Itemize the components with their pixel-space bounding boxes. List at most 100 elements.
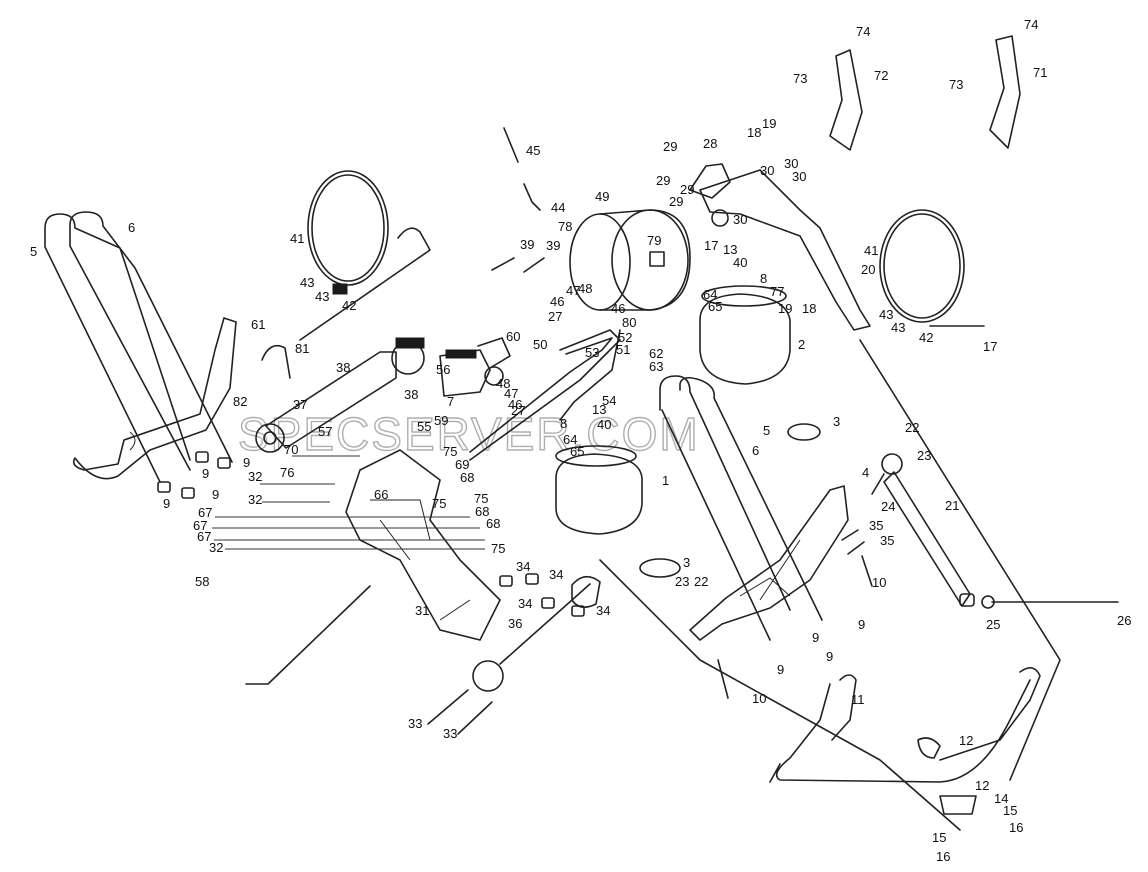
left-rear-assembly <box>44 211 237 499</box>
callout-label: 7 <box>447 394 454 409</box>
bolt-39-a <box>491 257 515 271</box>
callout-label: 59 <box>434 413 448 428</box>
buffer-3-lower <box>639 558 681 578</box>
callout-label: 23 <box>675 574 689 589</box>
stabilizer-arm-right <box>831 674 857 741</box>
callout-label: 22 <box>905 420 919 435</box>
fitting-44 <box>523 183 541 211</box>
bolt-10-a <box>861 555 873 587</box>
callout-label: 67 <box>193 518 207 533</box>
bushing-37-b-ring <box>395 337 425 349</box>
callout-label: 1 <box>662 473 669 488</box>
callout-label: 29 <box>669 194 683 209</box>
callout-label: 53 <box>585 345 599 360</box>
bushing-36 <box>472 660 504 692</box>
bolt-row-67 <box>212 455 485 550</box>
callout-label: 48 <box>578 281 592 296</box>
callout-label: 2 <box>798 337 805 352</box>
callout-label: 75 <box>491 541 505 556</box>
bushing-37-a <box>255 423 285 453</box>
callout-label: 48 <box>496 376 510 391</box>
shock-top-eye <box>881 453 903 475</box>
callout-label: 36 <box>508 616 522 631</box>
callout-label: 39 <box>546 238 560 253</box>
callout-label: 9 <box>812 630 819 645</box>
bracket-36 <box>571 575 601 608</box>
bracket-31-detail <box>370 499 471 621</box>
callout-label: 9 <box>163 496 170 511</box>
bolt-33-a <box>427 689 469 725</box>
callout-label: 6 <box>128 220 135 235</box>
upper-beam-20 <box>699 169 871 331</box>
callout-label: 68 <box>460 470 474 485</box>
callout-label: 6 <box>752 443 759 458</box>
washer-25 <box>981 595 995 609</box>
long-rod-left <box>245 585 371 685</box>
callout-label: 73 <box>949 77 963 92</box>
callout-label: 34 <box>516 559 530 574</box>
callout-label: 13 <box>723 242 737 257</box>
callout-label: 40 <box>597 417 611 432</box>
callout-label: 65 <box>708 299 722 314</box>
callout-label: 34 <box>596 603 610 618</box>
callout-label: 72 <box>874 68 888 83</box>
air-spring-2-top <box>701 285 787 307</box>
bolt-33-b <box>457 701 493 735</box>
callout-label: 43 <box>315 289 329 304</box>
callout-label: 9 <box>212 487 219 502</box>
callout-label: 34 <box>549 567 563 582</box>
air-ring-right-inner <box>883 213 961 319</box>
callout-label: 16 <box>1009 820 1023 835</box>
nut-9-b <box>195 451 209 463</box>
callout-label: 74 <box>856 24 870 39</box>
callout-label: 51 <box>616 342 630 357</box>
callout-label: 9 <box>243 455 250 470</box>
callout-label: 34 <box>518 596 532 611</box>
callout-label: 43 <box>879 307 893 322</box>
callout-label: 46 <box>611 301 625 316</box>
callout-label: 56 <box>436 362 450 377</box>
callout-label: 68 <box>475 504 489 519</box>
callout-label: 9 <box>202 466 209 481</box>
callout-label: 47 <box>504 386 518 401</box>
callout-label: 19 <box>778 301 792 316</box>
callout-label: 9 <box>777 662 784 677</box>
callout-label: 32 <box>248 469 262 484</box>
callout-label: 60 <box>506 329 520 344</box>
callout-label: 32 <box>248 492 262 507</box>
callout-label: 66 <box>374 487 388 502</box>
tank-label-plate-79 <box>649 251 665 267</box>
callout-label: 29 <box>680 182 694 197</box>
air-tank-49 <box>569 209 691 311</box>
callout-label: 71 <box>1033 65 1047 80</box>
clamp-14 <box>939 795 977 815</box>
callout-label: 17 <box>704 238 718 253</box>
pin-36 <box>499 583 591 665</box>
callout-label: 10 <box>752 691 766 706</box>
callout-label: 80 <box>622 315 636 330</box>
bolt-35-b <box>847 541 865 555</box>
air-pipe-cluster <box>469 329 621 461</box>
long-line-diag <box>599 559 961 831</box>
callout-label: 78 <box>558 219 572 234</box>
callout-label: 12 <box>975 778 989 793</box>
callout-label: 5 <box>30 244 37 259</box>
callout-label: 57 <box>318 424 332 439</box>
shock-bottom-eye <box>959 593 975 607</box>
callout-label: 33 <box>443 726 457 741</box>
bracket-left-61-detail <box>123 419 183 451</box>
callout-label: 27 <box>548 309 562 324</box>
elbow-60 <box>477 337 511 369</box>
bracket-right-4-detail <box>739 539 801 601</box>
air-ring-right-outer <box>879 209 965 323</box>
u-bolt-right-outer <box>659 375 791 641</box>
callout-label: 52 <box>618 330 632 345</box>
callout-label: 74 <box>1024 17 1038 32</box>
callout-label: 19 <box>762 116 776 131</box>
callout-label: 40 <box>733 255 747 270</box>
callout-label: 30 <box>792 169 806 184</box>
callout-label: 76 <box>280 465 294 480</box>
callout-label: 64 <box>703 287 717 302</box>
callout-label: 41 <box>290 231 304 246</box>
callout-label: 61 <box>251 317 265 332</box>
